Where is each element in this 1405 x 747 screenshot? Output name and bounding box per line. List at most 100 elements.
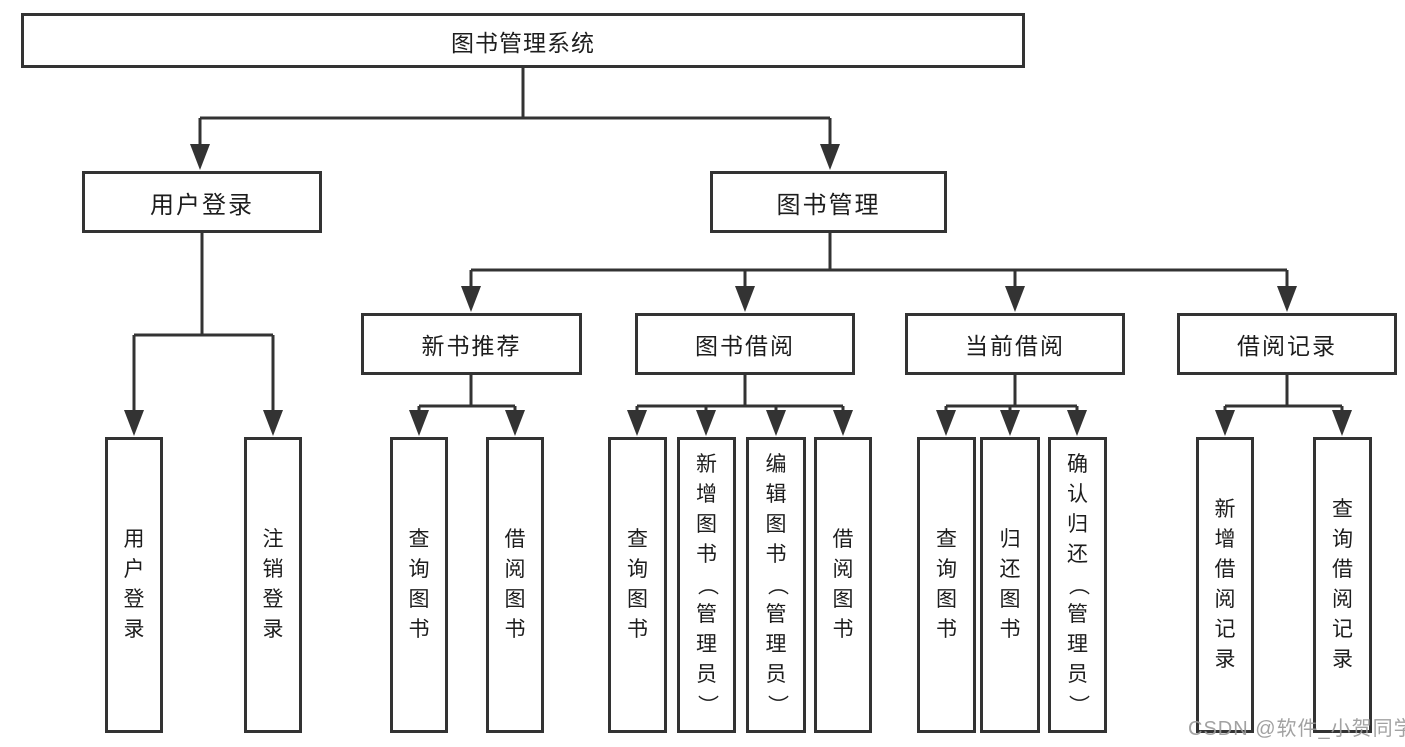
node-label: 借阅记录 [1237, 333, 1337, 359]
connector-line [417, 375, 517, 415]
vertical-char: 归 [1067, 513, 1088, 536]
node-label: 注销登录 [247, 440, 299, 730]
vertical-char: 询 [1332, 528, 1353, 551]
vertical-char: 录 [1332, 648, 1353, 671]
vertical-char: 登 [123, 588, 145, 611]
arrowhead-icon [1067, 410, 1087, 436]
vertical-char: 员 [765, 663, 787, 686]
node-user-login: 用户登录 [82, 171, 322, 233]
leaf-confirm-return-admin: 确认归还（管理员） [1048, 437, 1107, 733]
vertical-char: 阅 [504, 558, 526, 581]
vertical-char: （ [1066, 574, 1090, 596]
vertical-char: 阅 [1214, 588, 1236, 611]
vertical-char: 记 [1214, 618, 1236, 641]
vertical-char: 记 [1332, 618, 1353, 641]
vertical-char: 新 [1214, 498, 1236, 521]
vertical-char: ） [1066, 694, 1090, 716]
node-label: 编辑图书 （ 管理员 ） [749, 440, 803, 730]
vertical-char: 查 [627, 528, 648, 551]
leaf-search-books-current: 查询图书 [917, 437, 976, 733]
vertical-char: 查 [408, 528, 430, 551]
arrowhead-icon [820, 144, 840, 170]
arrowhead-icon [766, 410, 786, 436]
leaf-borrow-books-borrowing: 借阅图书 [814, 437, 872, 733]
leaf-search-books-borrowing: 查询图书 [608, 437, 667, 733]
vertical-char: 新 [696, 453, 717, 476]
vertical-char: ） [765, 694, 788, 716]
vertical-char: 借 [1214, 558, 1236, 581]
vertical-char: 理 [1067, 633, 1088, 656]
vertical-char: ） [695, 694, 719, 716]
node-borrowing-records: 借阅记录 [1177, 313, 1397, 375]
vertical-char: 书 [696, 543, 717, 566]
vertical-char: 查 [1332, 498, 1353, 521]
vertical-char: 管 [1067, 603, 1088, 626]
vertical-char: 书 [408, 618, 430, 641]
vertical-char: 理 [765, 633, 787, 656]
vertical-char: 书 [627, 618, 648, 641]
vertical-char: 书 [936, 618, 957, 641]
arrowhead-icon [1215, 410, 1235, 436]
node-label: 借阅图书 [817, 440, 869, 730]
csdn-watermark: CSDN @软件_小贺同学 [1188, 718, 1405, 740]
node-label: 确认归还（管理员） [1051, 440, 1104, 730]
node-book-management: 图书管理 [710, 171, 947, 233]
arrowhead-icon [1000, 410, 1020, 436]
arrowhead-icon [696, 410, 716, 436]
vertical-char: 认 [1067, 483, 1088, 506]
node-label: 图书借阅 [695, 333, 795, 359]
arrowhead-icon [409, 410, 429, 436]
vertical-char: 图 [832, 588, 854, 611]
vertical-char: 阅 [832, 558, 854, 581]
connector-line [198, 68, 832, 149]
vertical-char: 书 [832, 618, 854, 641]
vertical-char: 书 [765, 543, 787, 566]
node-label: 新书推荐 [421, 333, 522, 359]
vertical-char: 阅 [1332, 588, 1353, 611]
vertical-char: 员 [696, 663, 717, 686]
vertical-char: 询 [408, 558, 430, 581]
leaf-search-borrow-record: 查询借阅记录 [1313, 437, 1372, 733]
vertical-char: 图 [504, 588, 526, 611]
vertical-char: 询 [936, 558, 957, 581]
vertical-char: 借 [1332, 558, 1353, 581]
connector-line [944, 375, 1079, 415]
vertical-char: 归 [999, 528, 1021, 551]
vertical-char: 确 [1067, 453, 1088, 476]
node-label: 用户登录 [108, 440, 160, 730]
node-library-management-system: 图书管理系统 [21, 13, 1025, 68]
vertical-char: （ [765, 574, 788, 596]
vertical-char: 户 [123, 558, 145, 581]
vertical-char: 增 [696, 483, 717, 506]
vertical-char: （ [695, 574, 719, 596]
vertical-char: 登 [262, 588, 284, 611]
connector-line [635, 375, 845, 415]
node-label: 新增借阅记录 [1199, 440, 1251, 730]
vertical-char: 管 [765, 603, 787, 626]
arrowhead-icon [263, 410, 283, 436]
vertical-char: 录 [1214, 648, 1236, 671]
node-new-book-recommend: 新书推荐 [361, 313, 582, 375]
vertical-char: 还 [999, 558, 1021, 581]
vertical-char: 图 [408, 588, 430, 611]
leaf-edit-book-admin: 编辑图书 （ 管理员 ） [746, 437, 806, 733]
vertical-char: 书 [999, 618, 1021, 641]
vertical-char: 还 [1067, 543, 1088, 566]
arrowhead-icon [833, 410, 853, 436]
node-label: 图书管理系统 [451, 29, 595, 56]
arrowhead-icon [627, 410, 647, 436]
arrowhead-icon [190, 144, 210, 170]
vertical-char: 询 [627, 558, 648, 581]
connector-line [1223, 375, 1344, 415]
vertical-char: 管 [696, 603, 717, 626]
arrowhead-icon [1332, 410, 1352, 436]
arrowhead-icon [505, 410, 525, 436]
vertical-char: 图 [696, 513, 717, 536]
node-label: 用户登录 [150, 191, 254, 219]
vertical-char: 编 [765, 453, 787, 476]
vertical-char: 辑 [765, 483, 787, 506]
vertical-char: 图 [765, 513, 787, 536]
node-label: 查询图书 [393, 440, 445, 730]
